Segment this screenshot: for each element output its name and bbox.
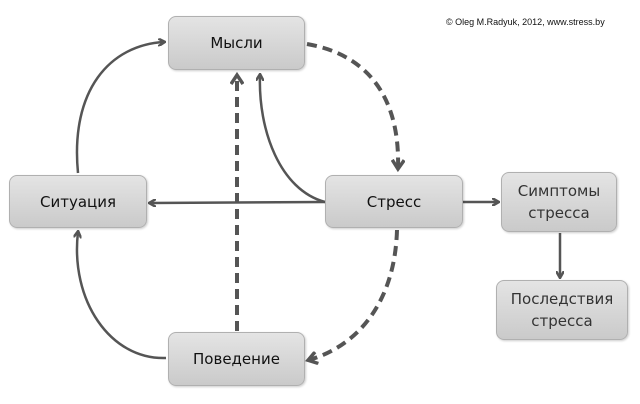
- copyright: © Oleg M.Radyuk, 2012, www.stress.by: [446, 17, 605, 27]
- node-thoughts: Мысли: [168, 16, 305, 70]
- node-situation: Ситуация: [9, 175, 147, 228]
- node-stress: Стресс: [325, 175, 463, 228]
- edge-behavior-situation: [77, 232, 167, 360]
- edge-stress-thoughts: [260, 75, 326, 204]
- node-consequences: Последствия стресса: [496, 280, 628, 340]
- node-symptoms: Симптомы стресса: [501, 172, 617, 232]
- edge-thoughts-stress-dashed: [306, 42, 398, 168]
- edge-stress-behavior-dashed: [309, 229, 399, 360]
- node-behavior: Поведение: [168, 332, 305, 386]
- edge-situation-thoughts: [75, 42, 164, 174]
